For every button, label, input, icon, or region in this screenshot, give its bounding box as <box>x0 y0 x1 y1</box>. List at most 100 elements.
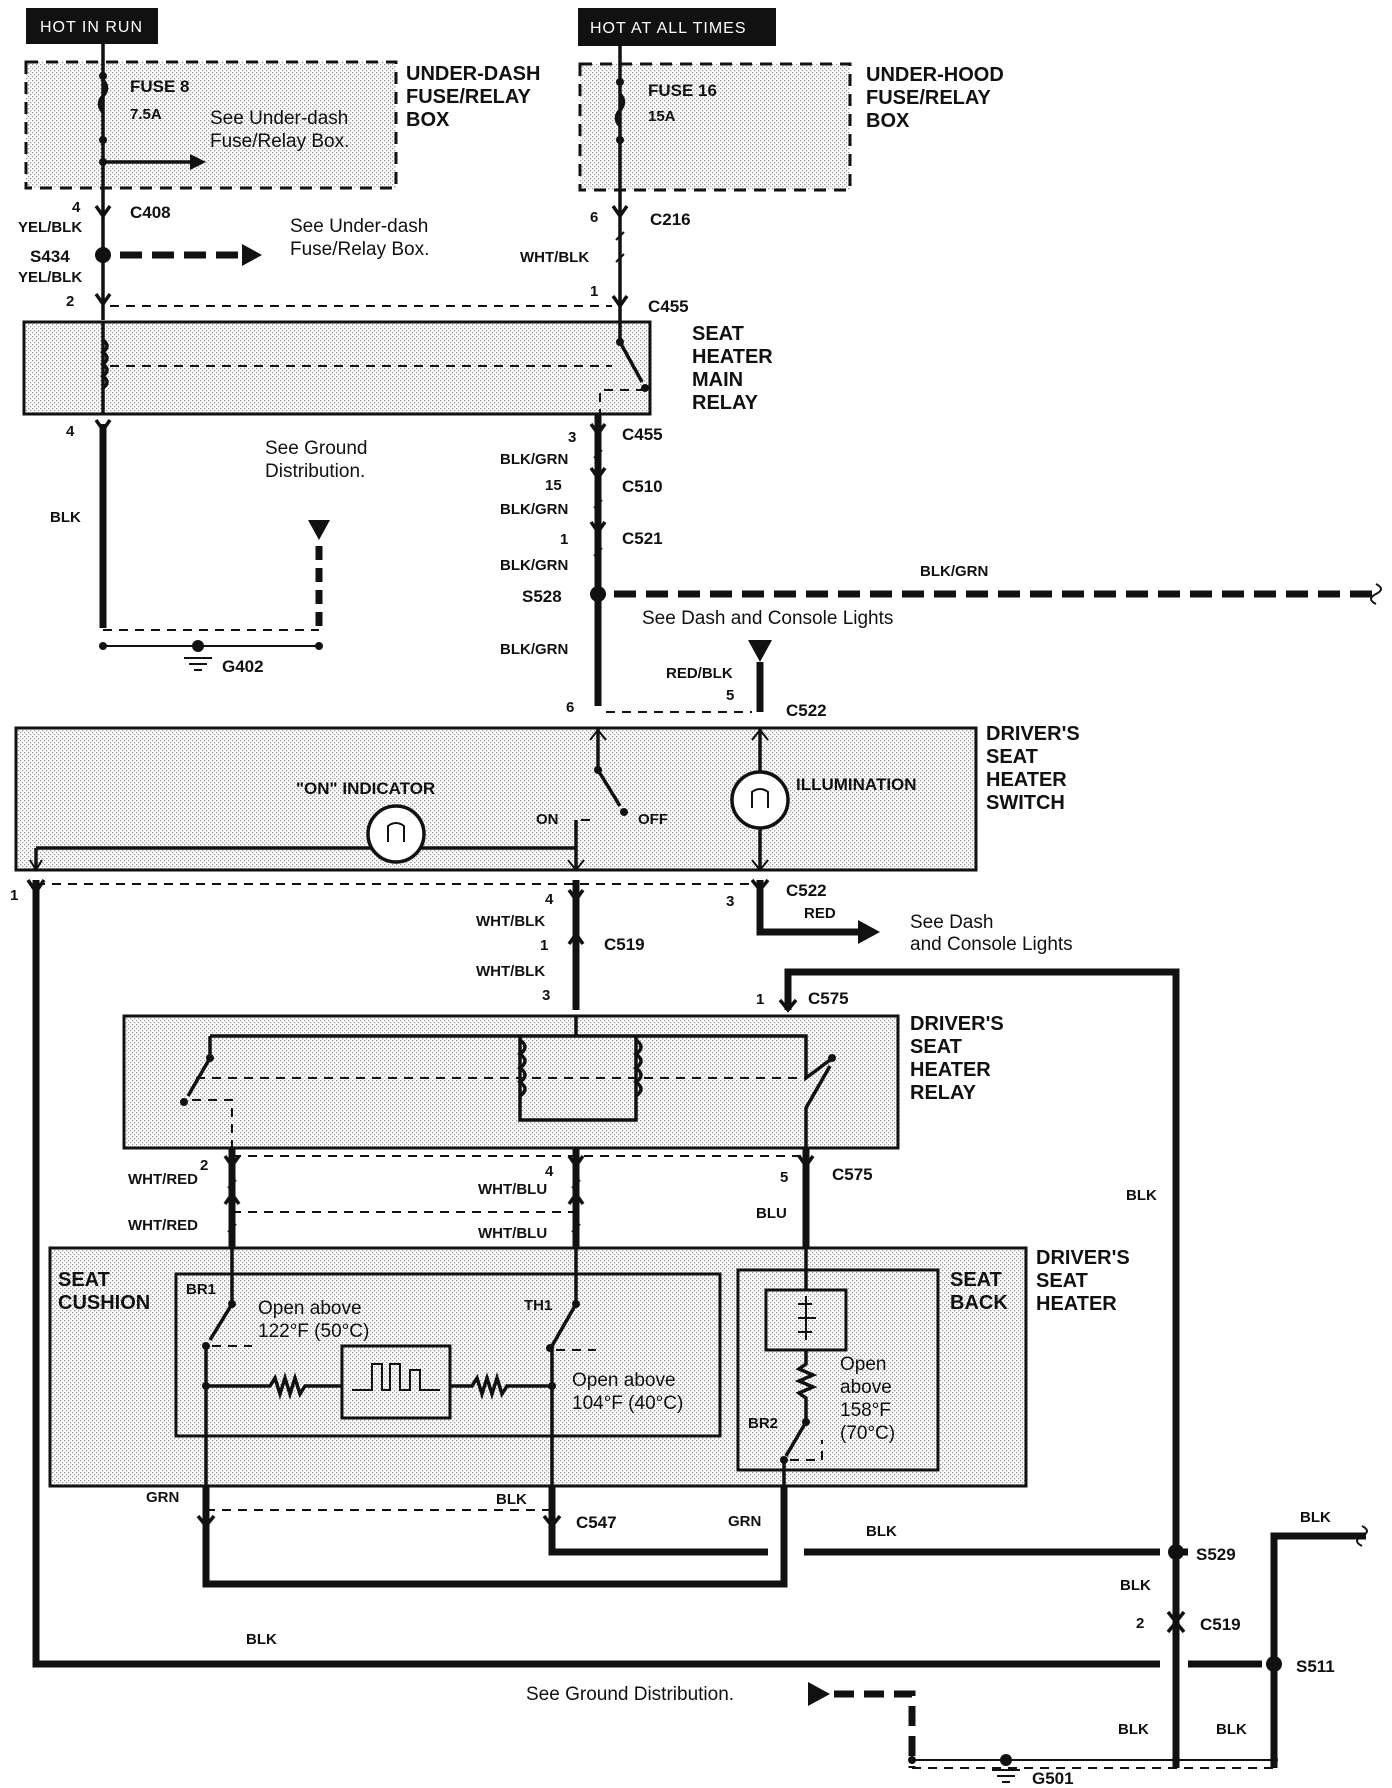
c521-label: C521 <box>622 529 663 548</box>
seat-back-label-2: BACK <box>950 1292 1008 1314</box>
wire-blk-7: BLK <box>246 1631 277 1648</box>
c575-label-2: C575 <box>832 1165 873 1184</box>
main-relay-title: SEAT <box>692 323 744 345</box>
underdash-box-title-2: FUSE/RELAY <box>406 86 532 108</box>
see-underdash-note-3: See Under-dash <box>290 216 428 237</box>
wire-wht-blu: WHT/BLU <box>478 1181 547 1198</box>
arrow-down-icon <box>748 640 772 662</box>
relay-title-4: RELAY <box>910 1082 977 1104</box>
ground-icon <box>992 1769 1020 1783</box>
svg-text:HOT IN RUN: HOT IN RUN <box>40 19 143 36</box>
open158-note-4: (70°C) <box>840 1423 895 1444</box>
wire-yel-blk: YEL/BLK <box>18 219 82 236</box>
s529-label: S529 <box>1196 1545 1236 1564</box>
fuse8-symbol <box>97 78 109 114</box>
ground-point <box>192 640 204 652</box>
hot-in-run-tag: HOT IN RUN <box>26 8 158 44</box>
switch-title-4: SWITCH <box>986 792 1065 814</box>
pin-4-2: 4 <box>66 423 75 440</box>
pin-6-2: 6 <box>566 699 574 716</box>
wire-red: RED <box>804 905 836 922</box>
wire-wht-blk-2: WHT/BLK <box>476 913 545 930</box>
wire-blk-8: BLK <box>1118 1721 1149 1738</box>
see-underdash-note-4: Fuse/Relay Box. <box>290 239 429 260</box>
wire-blk-9: BLK <box>1216 1721 1247 1738</box>
open158-note: Open <box>840 1354 886 1375</box>
s528-label: S528 <box>522 587 562 606</box>
pin-2-2: 2 <box>200 1157 208 1174</box>
seat-back-label: SEAT <box>950 1269 1002 1291</box>
pin-4: 4 <box>72 199 81 216</box>
see-ground-note-2: Distribution. <box>265 461 365 482</box>
c408-label: C408 <box>130 203 171 222</box>
switch-title-2: SEAT <box>986 746 1038 768</box>
underdash-box-title-3: BOX <box>406 109 450 131</box>
seat-back <box>736 1268 940 1472</box>
open104-note: Open above <box>572 1370 676 1391</box>
ground-icon <box>184 657 212 671</box>
switch-title-3: HEATER <box>986 769 1067 791</box>
pin-5-2: 5 <box>780 1169 788 1186</box>
underhood-fuse-box <box>578 62 852 192</box>
wire-blk-grn: BLK/GRN <box>500 451 568 468</box>
pin-1-4: 1 <box>540 937 548 954</box>
wire-blk: BLK <box>50 509 81 526</box>
wire-blk-4: BLK <box>866 1523 897 1540</box>
c522-label: C522 <box>786 701 827 720</box>
wire-blk-2: BLK <box>1126 1187 1157 1204</box>
open104-note-2: 104°F (40°C) <box>572 1393 683 1414</box>
pin-3-3: 3 <box>726 893 734 910</box>
splice-s528 <box>590 586 606 602</box>
wire-blk-grn-5: BLK/GRN <box>500 641 568 658</box>
c455-label-2: C455 <box>622 425 663 444</box>
seat-cushion <box>174 1272 722 1438</box>
wire-wht-blk-3: WHT/BLK <box>476 963 545 980</box>
arrow-icon <box>808 1682 830 1706</box>
splice-s434 <box>95 247 111 263</box>
arrow-icon <box>858 920 880 944</box>
see-ground-distribution-note: See Ground Distribution. <box>526 1684 734 1705</box>
main-relay-title-4: RELAY <box>692 392 759 414</box>
wire-grn: GRN <box>146 1489 179 1506</box>
pin-1: 1 <box>590 283 598 300</box>
g402-label: G402 <box>222 657 264 676</box>
c216-label: C216 <box>650 210 691 229</box>
on-indicator-bulb-icon <box>366 804 426 864</box>
relay-coil <box>516 1038 527 1098</box>
on-indicator-label: "ON" INDICATOR <box>296 779 435 798</box>
wire-wht-blk: WHT/BLK <box>520 249 589 266</box>
wire-blk-5: BLK <box>1120 1577 1151 1594</box>
wire-yel-blk-2: YEL/BLK <box>18 269 82 286</box>
drivers-seat-heater-relay <box>122 1014 900 1150</box>
underhood-box-title-3: BOX <box>866 110 910 132</box>
pin-3: 3 <box>568 429 576 446</box>
pin-4-3: 4 <box>545 891 554 908</box>
wire-wht-blu-2: WHT/BLU <box>478 1225 547 1242</box>
resistor-icon <box>206 1372 342 1400</box>
underhood-box-title: UNDER-HOOD <box>866 64 1004 86</box>
c519-label: C519 <box>604 935 645 954</box>
wire-wht-red: WHT/RED <box>128 1171 198 1188</box>
c575-label: C575 <box>808 989 849 1008</box>
arrow-down-icon <box>308 520 330 540</box>
open122-note-2: 122°F (50°C) <box>258 1321 369 1342</box>
heater-title-2: SEAT <box>1036 1270 1088 1292</box>
connector-c408 <box>94 204 112 220</box>
resistor-icon <box>784 1350 818 1457</box>
see-dash-console-note: See Dash and Console Lights <box>642 608 893 629</box>
arrow-icon <box>190 154 206 170</box>
wire-blk-grn-4: BLK/GRN <box>920 563 988 580</box>
relay-coil <box>632 1038 643 1098</box>
pin-1-3: 1 <box>10 887 18 904</box>
pin-1-2: 1 <box>560 531 568 548</box>
br1-label: BR1 <box>186 1281 216 1298</box>
c522-label-2: C522 <box>786 881 827 900</box>
wire-wht-red-2: WHT/RED <box>128 1217 198 1234</box>
see-ground-note: See Ground <box>265 438 367 459</box>
pin-6: 6 <box>590 209 598 226</box>
svg-text:HOT AT ALL TIMES: HOT AT ALL TIMES <box>590 20 747 37</box>
heater-title-3: HEATER <box>1036 1293 1117 1315</box>
hot-at-all-times-tag: HOT AT ALL TIMES <box>578 8 776 46</box>
fuse16-amp: 15A <box>648 108 676 125</box>
